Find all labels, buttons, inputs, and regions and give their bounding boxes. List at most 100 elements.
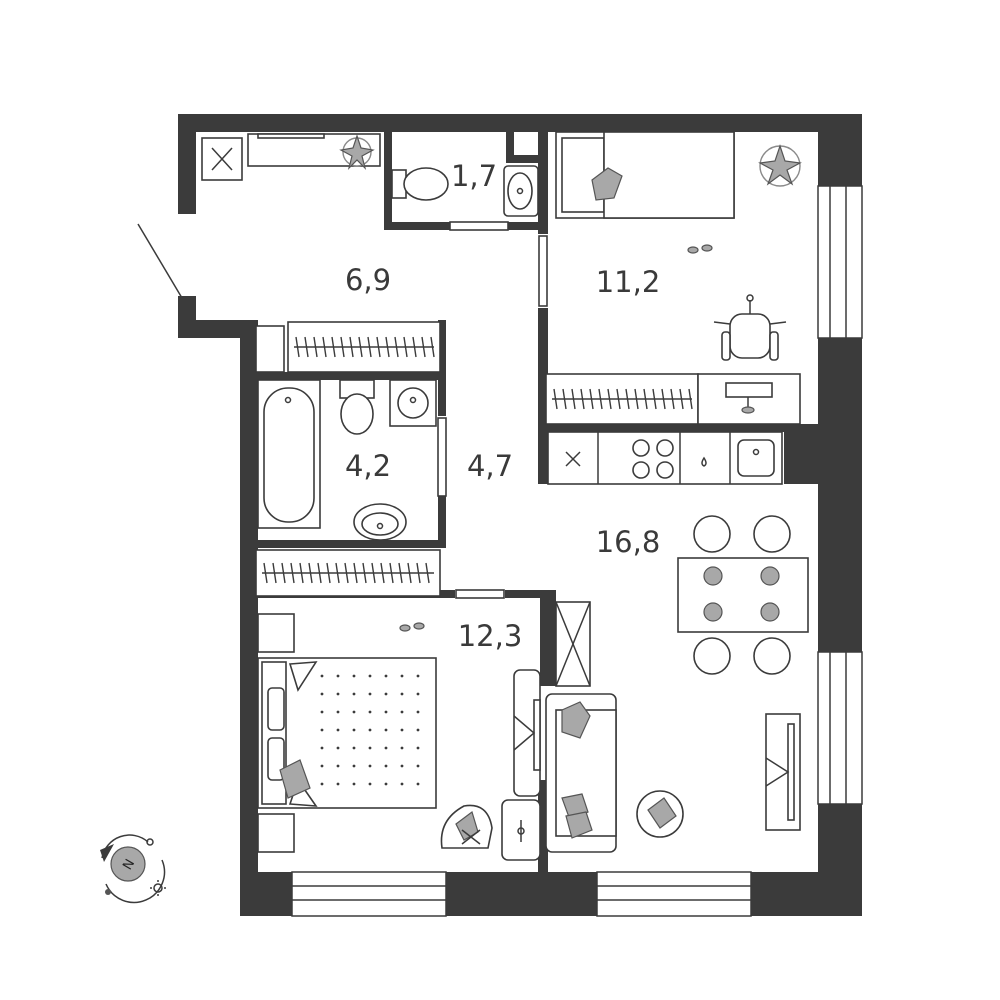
chair-icon (713, 294, 787, 361)
bedroom-small-furniture (545, 131, 802, 425)
bed-dot (336, 782, 340, 786)
bed-dot (368, 764, 372, 768)
bed-dot (368, 692, 372, 696)
bed-dot (336, 728, 340, 732)
cooktop-icon (632, 439, 674, 479)
hanger-mark (290, 562, 295, 584)
hanger-mark (425, 562, 430, 584)
bed-dot (384, 674, 388, 678)
compass: N (100, 834, 166, 904)
plant-icon (339, 134, 375, 170)
bed-dot (416, 674, 420, 678)
wc-door (449, 221, 509, 231)
bed-dot (336, 746, 340, 750)
bed-dot (400, 782, 404, 786)
bed-dot (352, 746, 356, 750)
hanger-mark (403, 336, 408, 358)
bed-dot (384, 728, 388, 732)
bed-dot (416, 692, 420, 696)
slippers-icon (399, 622, 425, 632)
bathroom-door (437, 417, 447, 497)
wc-furniture (391, 165, 539, 217)
bed-dot (368, 728, 372, 732)
bed-dot (336, 692, 340, 696)
bed-dot (368, 782, 372, 786)
hangers (263, 336, 693, 584)
hanger-mark (616, 388, 621, 410)
hanger-mark (304, 336, 309, 358)
bed-dot (336, 764, 340, 768)
hanger-mark (331, 336, 336, 358)
bedroom-main-furniture (257, 613, 541, 861)
hanger-mark (335, 562, 340, 584)
hanger-mark (313, 336, 318, 358)
bed-dot (400, 728, 404, 732)
bed-dot (400, 674, 404, 678)
area-label-bathroom: 4,2 (345, 449, 391, 483)
bed-dot (400, 746, 404, 750)
hanger-mark (571, 388, 576, 410)
hanger-mark (317, 562, 322, 584)
hanger-mark (625, 388, 630, 410)
dining-chairs (693, 515, 791, 675)
hanger-mark (322, 336, 327, 358)
bed-dot (416, 710, 420, 714)
area-label-corridor: 4,7 (467, 449, 513, 483)
bed-dot (320, 746, 324, 750)
compass-disc (110, 846, 146, 882)
hall-furniture (201, 133, 381, 181)
hanger-mark (353, 562, 358, 584)
bed-dot (384, 782, 388, 786)
bed-dot (320, 782, 324, 786)
bed-dot (336, 674, 340, 678)
bed-dot (400, 764, 404, 768)
hanger-mark (416, 562, 421, 584)
bed-dot (416, 746, 420, 750)
bed-dot (320, 764, 324, 768)
bed-dot (320, 728, 324, 732)
bed-dot (384, 692, 388, 696)
bed-dot (416, 728, 420, 732)
sun-icon (150, 880, 166, 896)
hanger-mark (299, 562, 304, 584)
hanger-mark (295, 336, 300, 358)
bed-dot (352, 674, 356, 678)
hanger-mark (281, 562, 286, 584)
hanger-mark (562, 388, 567, 410)
area-labels: 6,9 1,7 11,2 4,2 4,7 16,8 12,3 (345, 159, 660, 653)
hanger-mark (263, 562, 268, 584)
hanger-mark (394, 336, 399, 358)
bed-dot (352, 728, 356, 732)
hanger-mark (362, 562, 367, 584)
bedroom-small-door (538, 235, 548, 307)
sink-icon (737, 439, 775, 477)
bed-dot (368, 746, 372, 750)
area-label-bedroom-main: 12,3 (458, 619, 523, 653)
area-label-bedroom-small: 11,2 (596, 265, 661, 299)
drop-icon (701, 456, 707, 467)
bed-dots (320, 674, 420, 786)
hanger-mark (367, 336, 372, 358)
hanger-mark (679, 388, 684, 410)
armchair-icon (440, 804, 493, 849)
hanger-mark (358, 336, 363, 358)
hanger-mark (389, 562, 394, 584)
hanger-mark (308, 562, 313, 584)
bathroom-furniture (257, 379, 437, 541)
hanger-mark (580, 388, 585, 410)
hanger-mark (430, 336, 435, 358)
bed-dot (352, 710, 356, 714)
slippers-icon (687, 244, 713, 254)
area-label-wc: 1,7 (451, 159, 497, 193)
hanger-mark (407, 562, 412, 584)
hanger-mark (421, 336, 426, 358)
bed-dot (416, 764, 420, 768)
hanger-mark (380, 562, 385, 584)
bed-dot (320, 710, 324, 714)
tv-stand (765, 713, 801, 831)
windows (291, 185, 863, 917)
hanger-mark (607, 388, 612, 410)
hanger-mark (553, 388, 558, 410)
area-label-kitchen-living: 16,8 (596, 525, 661, 559)
